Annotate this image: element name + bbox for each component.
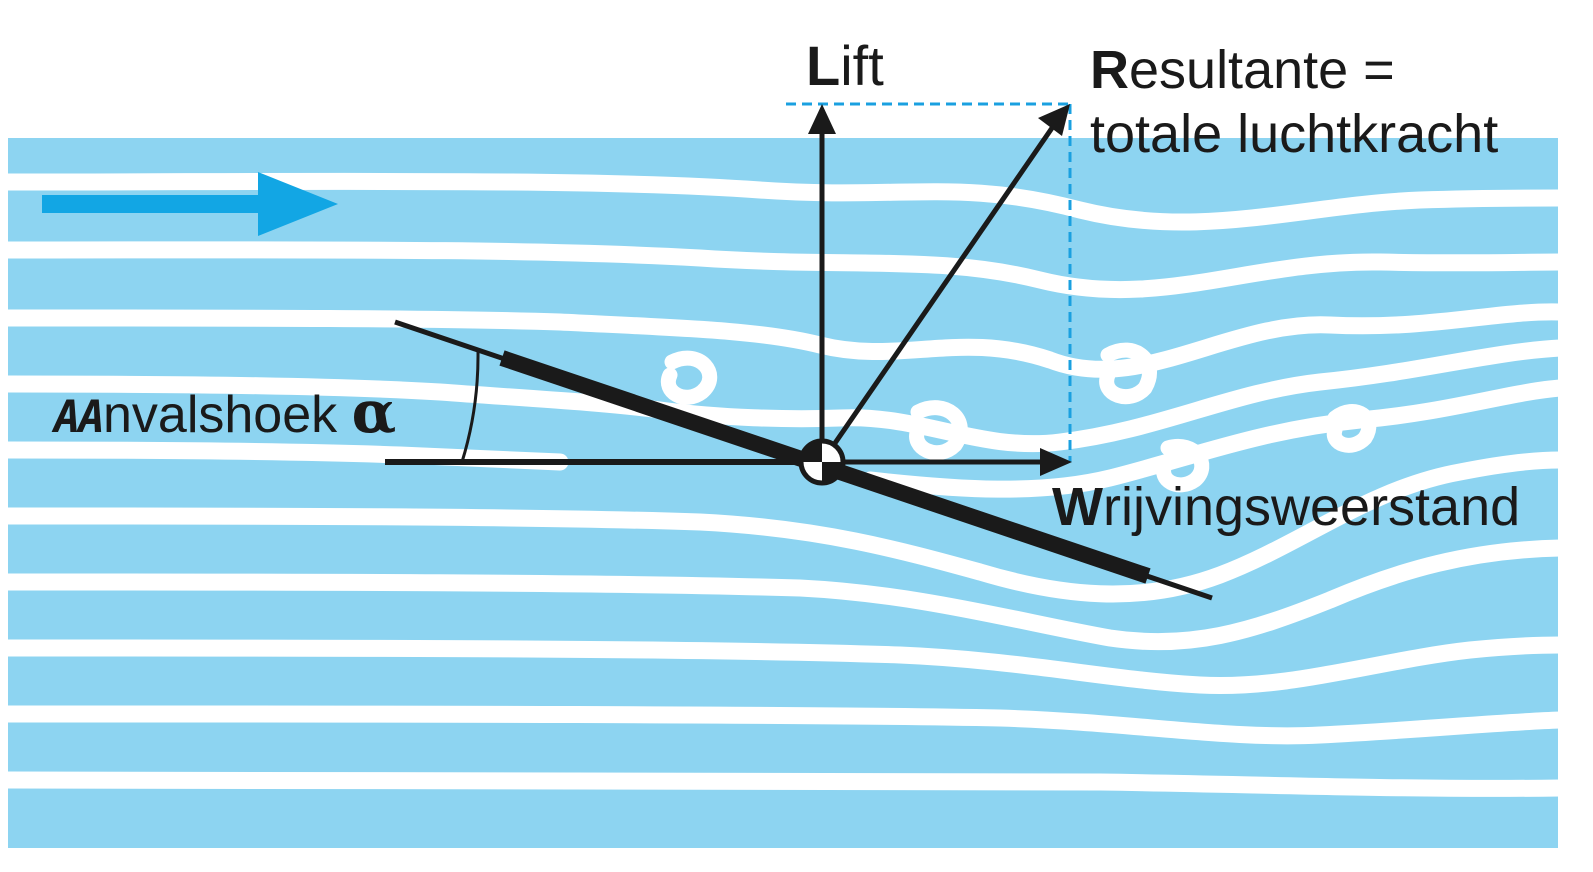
drag-label: Wrijvingsweerstand xyxy=(1052,480,1520,534)
center-of-pressure-icon xyxy=(798,438,846,486)
angle-arc xyxy=(460,351,480,463)
lift-label: Lift xyxy=(806,38,884,94)
right-arrow-icon xyxy=(42,172,338,236)
wake-vortices xyxy=(660,342,1377,493)
angle-of-attack-symbol: α xyxy=(351,378,397,446)
angle-of-attack-label: AAnvalshoek α xyxy=(54,383,396,441)
resultant-label: Resultante = totale luchtkracht xyxy=(1090,38,1498,166)
lift-label-initial: L xyxy=(806,34,841,97)
drag-label-initial: W xyxy=(1052,477,1103,537)
resultant-label-line1: Resultante = xyxy=(1090,38,1498,102)
resultant-label-rest: esultante = xyxy=(1129,40,1395,100)
angle-of-attack-prefix: AA xyxy=(54,392,105,443)
resultant-label-line2: totale luchtkracht xyxy=(1090,104,1499,164)
lift-label-rest: ift xyxy=(840,34,884,97)
angle-of-attack-text: nvalshoek xyxy=(102,386,352,444)
drag-label-rest: rijvingsweerstand xyxy=(1102,477,1521,537)
lift-vector xyxy=(808,104,836,462)
resultant-vector xyxy=(819,104,1070,464)
resultant-label-initial: R xyxy=(1090,40,1129,100)
drag-vector xyxy=(822,448,1072,476)
